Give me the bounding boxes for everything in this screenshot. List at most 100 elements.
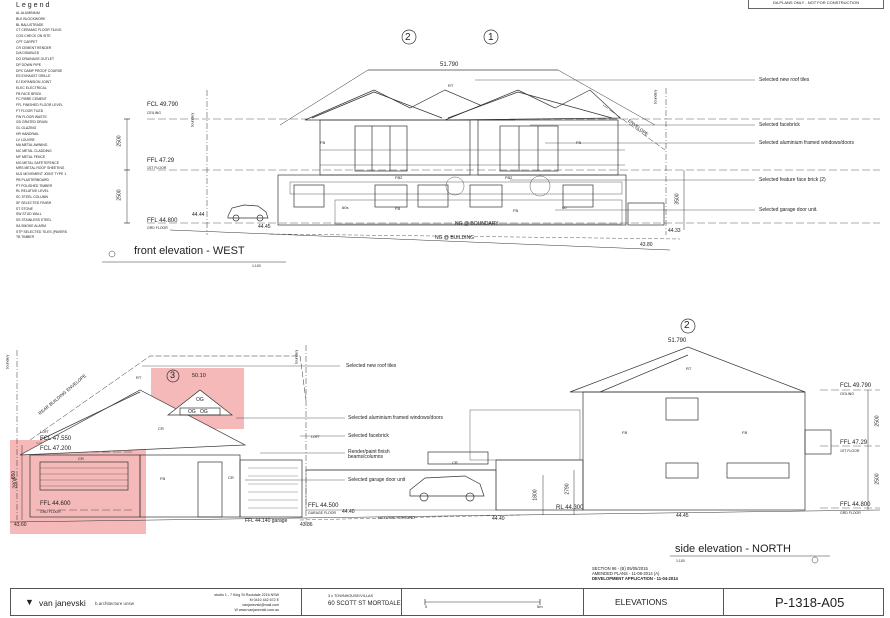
note-section96: SECTION 96 - (B) 05/05/2015: [592, 566, 648, 571]
front-ng-building: NG @ BUILDING: [435, 235, 474, 241]
project-address: 60 SCOTT ST MORTDALE: [328, 601, 401, 607]
front-tag-fb-4: FB: [513, 208, 519, 213]
front-spot-3: 44.33: [668, 228, 681, 234]
legend-item: MRS METAL ROOF SHEETING: [16, 166, 65, 171]
front-circle-1: [483, 29, 499, 45]
side-dim-2500-upper: 2500: [874, 415, 881, 427]
scale-five: 5m: [537, 604, 543, 609]
side-spot-1: 43.60: [14, 522, 27, 528]
legend-item: CT CERAMIC FLOOR TILING: [16, 28, 62, 33]
side-level-loft-2: LOFT: [311, 435, 320, 439]
front-ridge-level: 51.790: [440, 62, 459, 68]
legend-item: PT POLISHED TIMBER: [16, 183, 53, 188]
legend-item: ST STONE: [16, 206, 33, 211]
side-circle-2: [680, 318, 696, 334]
legend-item: CR CEMENT RENDER: [16, 45, 52, 50]
side-spot-2: 43.86: [300, 522, 313, 528]
revision-notes: SECTION 96 - (B) 05/05/2015 AMENDED PLAN…: [592, 566, 678, 581]
project-type: 3 x TOWNHOUSE/VILLAS: [328, 594, 374, 598]
side-callout-windows: Selected aluminium framed windows/doors: [348, 415, 444, 421]
front-circle-2: [401, 29, 417, 45]
brand-sub: b.architecture unsw: [95, 601, 135, 606]
highlight-rear-building: [10, 440, 146, 534]
side-tag-cr-2: CR: [452, 460, 458, 465]
side-elevation: [9, 318, 881, 564]
legend-item: SF SELECTED FINISH: [16, 200, 52, 205]
front-tag-fb2-1: FB2: [395, 175, 403, 180]
front-tag-fb-3: FB: [395, 206, 401, 211]
legend-item: BLK BLOCKWORK: [16, 16, 46, 21]
front-circle-1-label: 1: [488, 32, 494, 43]
side-circle-2-label: 2: [684, 320, 690, 331]
side-level-loft-fcl: FCL 47.550: [40, 436, 72, 442]
side-ridge-level: 51.790: [668, 338, 687, 344]
legend-item: GD GRATED DRAIN: [16, 120, 48, 125]
legend-item: FT FLOOR TILED: [16, 108, 44, 113]
legend-item: FFL FINISHED FLOOR LEVEL: [16, 103, 63, 107]
front-level-fcl: FCL 49.790: [147, 102, 179, 108]
side-view-title: side elevation - NORTH: [675, 543, 791, 555]
side-level-fcl-sub: CEILING: [840, 392, 855, 396]
legend-item: ELEC ELECTRICAL: [16, 85, 47, 90]
legend-item: LV LOUVRE: [16, 137, 35, 142]
side-tag-og-2: OG: [188, 409, 196, 415]
front-callout-feature-brick: Selected feature face brick (2): [759, 177, 826, 183]
front-spot-4: 43.80: [640, 242, 653, 248]
side-callout-roof: Selected new roof tiles: [346, 363, 397, 369]
draft-note: DA PLANS ONLY - NOT FOR CONSTRUCTION: [748, 0, 884, 9]
legend-item: TB TIMBER: [16, 235, 35, 240]
front-dim-upper: 2500: [116, 135, 123, 147]
front-level-ffl0-sub: GRD FLOOR: [147, 226, 168, 230]
front-scale: 1:100: [252, 264, 261, 268]
legend-item: SC STEEL COLUMN: [16, 195, 48, 199]
front-tag-rt: RT: [448, 83, 454, 88]
legend-item: SW STUD WALL: [16, 212, 42, 217]
side-scale: 1:100: [676, 559, 685, 563]
studio-details: studio 1 - 7 King St Rockdale 2216 NSW M…: [214, 593, 279, 612]
legend-item: MJ1 MOVEMENT JOINT TYPE 1: [16, 172, 67, 176]
side-level-ffl0: FFL 44.800: [840, 502, 871, 508]
front-level-fcl-sub: CEILING: [147, 111, 162, 115]
front-callout-garage: Selected garage door unit.: [759, 207, 818, 213]
front-elevation: [102, 29, 880, 263]
legend-item: SS STAINLESS STEEL: [16, 218, 52, 222]
front-tag-60s: 60s: [342, 205, 349, 210]
legend-item: EJ EXPANSION JOINT: [16, 80, 52, 84]
side-dim-2500-lower: 2500: [874, 473, 881, 485]
legend-item: DP DOWN PIPE: [16, 62, 41, 67]
side-tag-og-1: OG: [196, 397, 204, 403]
side-level-ffl1: FFL 47.29: [840, 440, 868, 446]
title-block: ▼ van janevski b.architecture unsw studi…: [10, 588, 884, 616]
chevron-down-icon: ▼: [25, 597, 34, 607]
side-level-fcl-472: FCL 47.200: [40, 446, 72, 452]
side-circle-3-label: 3: [170, 370, 176, 380]
front-tag-60: 60: [562, 205, 567, 210]
side-tag-rt-1: RT: [136, 375, 142, 380]
side-spot-3: 44.40: [342, 509, 355, 515]
side-dim-2790: 2790: [564, 483, 571, 495]
legend-item: FC FIBRE CEMENT: [16, 97, 47, 102]
legend-item: ES EXHAUST GRILLE: [16, 74, 51, 79]
side-dim-1800: 1800: [532, 489, 539, 501]
front-tag-fb-2: FB: [576, 140, 582, 145]
front-boundary-right: boundary: [653, 89, 658, 105]
front-spot-2: 44.45: [258, 224, 271, 230]
legend-item: BL BALUSTRADE: [16, 22, 44, 27]
front-callout-windows: Selected aluminium framed windows/doors: [759, 140, 855, 146]
side-tag-cr-4: CR: [158, 426, 164, 431]
side-tag-fb-2: FB: [622, 430, 628, 435]
side-tag-rt-2: RT: [686, 366, 692, 371]
front-callout-roof: Selected new roof tiles: [759, 77, 810, 83]
legend-item: FW FLOOR WASTE: [16, 114, 47, 119]
sheet-title: ELEVATIONS: [615, 597, 668, 607]
front-dim-lower: 2500: [116, 189, 123, 201]
front-ng-boundary: NG @ BOUNDARY: [455, 221, 499, 227]
legend-item: MG METAL SAFETEFENCE: [16, 160, 59, 165]
legend-item: PB PLASTERBOARD: [16, 177, 49, 182]
side-rear-ridge: 50.10: [192, 373, 206, 379]
legend-item: CPT CARPET: [16, 39, 38, 44]
side-callout-garage: Selected garage door unit: [348, 477, 406, 483]
